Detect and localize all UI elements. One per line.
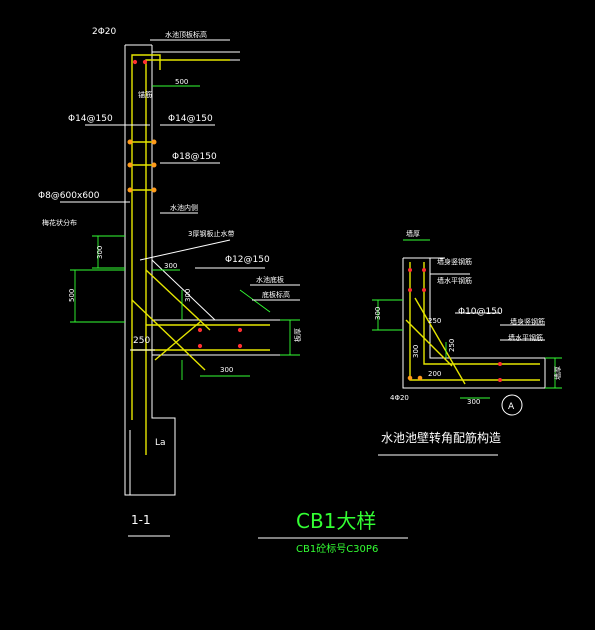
- haunch-bar-1: [145, 269, 211, 331]
- label-dim-500-top: 500: [175, 78, 188, 86]
- corner-detail: [372, 239, 562, 456]
- label-small-tag: 锚筋: [138, 90, 152, 99]
- label-bottom-bars: 4Φ20: [390, 394, 409, 402]
- section-1-1-labels: 2Φ20 水池顶板标高 500 锚筋 Φ14@150 Φ14@150 Φ18@1…: [38, 27, 302, 537]
- label-top-bars: 2Φ20: [92, 27, 117, 37]
- label-dim-250-b: 250: [448, 339, 456, 352]
- corner-diag-bar-2: [414, 297, 466, 385]
- corner-detail-labels: 墙厚 墙身竖钢筋 墙水平钢筋 300 250 Φ10@150 250 300 2…: [374, 229, 562, 445]
- wall-outline: [124, 45, 176, 496]
- label-slab-thick: 墙厚: [553, 366, 562, 380]
- label-slab-vertical-bar: 墙身竖钢筋: [510, 317, 545, 326]
- rebar-outer: [131, 54, 161, 420]
- label-dim-200: 200: [428, 370, 441, 378]
- label-wall-horizontal-bar: 墙水平钢筋: [437, 276, 472, 285]
- section-1-1: [60, 39, 300, 496]
- label-section-mark: 1-1: [131, 513, 151, 527]
- drawing-title-sub: CB1砼标号C30P6: [296, 542, 378, 555]
- label-bar-12: Φ12@150: [225, 255, 270, 265]
- label-pool-inner-side: 水池内侧: [170, 203, 198, 212]
- corner-detail-title: 水池池壁转角配筋构造: [381, 430, 501, 445]
- corner-diag-bar: [405, 319, 453, 367]
- label-waterstop: 3厚钢板止水带: [188, 229, 234, 238]
- corner-outline: [402, 258, 546, 389]
- haunch-bar-3: [154, 321, 201, 361]
- label-tie-note: 梅花状分布: [42, 218, 77, 227]
- label-wall-thick: 墙厚: [406, 229, 420, 238]
- label-dim-250: 250: [428, 317, 441, 325]
- label-bar-14-right: Φ14@150: [168, 114, 213, 124]
- label-dim-300-c: 300: [184, 289, 192, 302]
- label-la: La: [155, 438, 166, 448]
- drawing-title: CB1大样 CB1砼标号C30P6: [258, 509, 408, 555]
- label-tie-bar: Φ8@600x600: [38, 191, 100, 201]
- label-dim-300-b: 300: [412, 345, 420, 358]
- label-dim-300-c: 300: [467, 398, 480, 406]
- detail-circle-a: [501, 394, 523, 416]
- label-dim-300: 300: [374, 307, 382, 320]
- haunch-bar-2: [131, 299, 206, 371]
- drawing-title-main: CB1大样: [296, 509, 376, 533]
- label-pool-top-elev: 水池顶板标高: [165, 30, 207, 39]
- label-slab-thick: 板厚: [293, 328, 302, 342]
- label-dim-500-left: 500: [68, 289, 76, 302]
- label-circle-mark: A: [508, 402, 515, 412]
- label-pool-bottom-slab: 水池底板: [256, 275, 284, 284]
- label-bar-18: Φ18@150: [172, 152, 217, 162]
- label-bar-14-left: Φ14@150: [68, 114, 113, 124]
- label-dim-300-bottom: 300: [220, 366, 233, 374]
- label-wall-vertical-bar: 墙身竖钢筋: [437, 257, 472, 266]
- label-dim-250: 250: [133, 336, 150, 346]
- label-dim-300-a: 300: [96, 246, 104, 259]
- label-slab-horizontal-bar: 墙水平钢筋: [508, 333, 543, 342]
- label-dim-300-b: 300: [164, 262, 177, 270]
- label-slab-bottom-elev: 底板标高: [262, 290, 290, 299]
- rebar-inner: [145, 59, 230, 455]
- label-bar-10: Φ10@150: [458, 307, 503, 317]
